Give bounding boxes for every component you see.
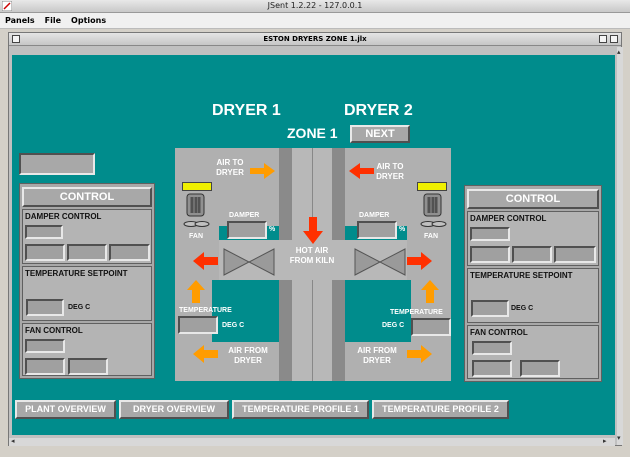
dryer1-label: DRYER 1 [212,102,281,119]
scroll-up-icon[interactable]: ▴ [617,48,621,56]
damper-right-valve-icon [354,248,406,276]
right-side-duct [407,226,451,275]
arrow-right-air-to-dryer-left-icon [250,163,275,179]
dryer2-label: DRYER 2 [344,102,413,119]
menu-bar: Panels File Options [0,13,630,29]
damper-right-label: DAMPER [359,212,390,219]
right-fan-control-label: FAN CONTROL [470,328,528,337]
plant-overview-button[interactable]: PLANT OVERVIEW [15,400,116,419]
right-damper-btn-3[interactable] [554,246,596,263]
arrow-right-air-from-dryer-icon [407,345,432,363]
frame-title-bar[interactable]: ESTON DRYERS ZONE 1.jlx [9,33,621,46]
left-damper-control-label: DAMPER CONTROL [25,212,102,221]
left-fan-btn-2[interactable] [68,358,108,375]
left-damper-input[interactable] [25,225,63,239]
window-title: JSent 1.2.22 - 127.0.0.1 [267,1,363,10]
dryer-overview-button[interactable]: DRYER OVERVIEW [119,400,229,419]
close-icon[interactable] [610,35,618,43]
right-damper-btn-1[interactable] [470,246,510,263]
right-temp-setpoint-input[interactable] [471,300,509,317]
menu-panels[interactable]: Panels [5,16,35,25]
dryer2-indicator [417,182,447,191]
left-temp-degc-label: DEG C [68,304,91,311]
temperature-right-value [411,318,451,336]
right-fan-control-group: FAN CONTROL [467,325,599,379]
air-to-dryer-right-label: AIR TO DRYER [376,162,404,181]
damper-left-percent: % [269,226,276,233]
fan-right-icon [420,193,447,227]
window-title-bar: JSent 1.2.22 - 127.0.0.1 [0,0,630,13]
maximize-icon[interactable] [599,35,607,43]
java-app-icon [2,1,12,11]
dryer1-indicator [182,182,212,191]
left-side-duct [175,226,219,275]
scroll-down-icon[interactable]: ▾ [617,434,621,442]
frame-title: ESTON DRYERS ZONE 1.jlx [263,35,367,43]
arrow-right-hot-air-right-icon [407,252,432,270]
right-fan-btn-1[interactable] [472,360,512,377]
right-notch [345,280,411,342]
degc-left-label: DEG C [222,322,245,329]
temperature-right-label: TEMPERATURE [390,309,443,316]
fan-left-icon [183,193,210,227]
arrow-left-air-to-dryer-right-icon [349,163,374,179]
degc-right-label: DEG C [382,322,405,329]
frame-menu-icon[interactable] [12,35,20,43]
right-fan-btn-2[interactable] [520,360,560,377]
dryer-panel: DRYER 1 DRYER 2 ZONE 1 NEXT AIR TO [12,55,615,435]
arrow-left-hot-air-left-icon [193,252,218,270]
arrow-left-air-from-dryer-icon [193,345,218,363]
arrow-up-right-icon [421,280,439,303]
right-temp-setpoint-group: TEMPERATURE SETPOINT DEG C [467,268,599,323]
next-button[interactable]: NEXT [350,125,410,143]
right-temp-degc-label: DEG C [511,305,534,312]
right-fan-input[interactable] [472,341,512,355]
right-damper-control-group: DAMPER CONTROL [467,211,599,266]
fan-left-label: FAN [189,233,203,240]
left-damper-btn-3[interactable] [109,244,150,261]
left-damper-control-group: DAMPER CONTROL [22,209,152,264]
left-temp-setpoint-input[interactable] [26,299,64,316]
damper-left-value [227,221,267,239]
damper-left-valve-icon [223,248,275,276]
damper-left-label: DAMPER [229,212,260,219]
left-damper-btn-2[interactable] [67,244,107,261]
left-notch [212,280,279,342]
left-fan-control-label: FAN CONTROL [25,326,83,335]
air-from-dryer-left-label: AIR FROM DRYER [228,346,268,365]
arrow-up-left-icon [187,280,205,303]
right-temp-setpoint-label: TEMPERATURE SETPOINT [470,271,573,280]
menu-file[interactable]: File [44,16,62,25]
status-display [19,153,95,175]
hot-air-label: HOT AIR FROM KILN [289,246,335,265]
menu-options[interactable]: Options [71,16,107,25]
left-fan-control-group: FAN CONTROL [22,323,152,376]
temperature-left-label: TEMPERATURE [179,307,232,314]
left-fan-btn-1[interactable] [25,358,65,375]
left-control-title: CONTROL [22,187,152,207]
scroll-left-icon[interactable]: ◂ [11,437,15,445]
left-fan-input[interactable] [25,339,65,353]
air-from-dryer-right-label: AIR FROM DRYER [357,346,397,365]
right-damper-btn-2[interactable] [512,246,552,263]
left-temp-setpoint-group: TEMPERATURE SETPOINT DEG C [22,266,152,321]
zone-label: ZONE 1 [287,125,338,141]
air-to-dryer-left-label: AIR TO DRYER [216,158,244,177]
horizontal-scrollbar[interactable]: ◂ ▸ [9,438,615,446]
temperature-profile-2-button[interactable]: TEMPERATURE PROFILE 2 [372,400,509,419]
arrow-down-hot-air-icon [303,217,323,244]
right-damper-control-label: DAMPER CONTROL [470,214,547,223]
right-damper-input[interactable] [470,227,510,241]
scroll-right-icon[interactable]: ▸ [603,437,607,445]
right-control-title: CONTROL [467,189,599,209]
vertical-scrollbar[interactable]: ▴ ▾ [617,47,623,445]
left-damper-btn-1[interactable] [25,244,65,261]
temperature-left-value [178,316,218,334]
left-temp-setpoint-label: TEMPERATURE SETPOINT [25,269,128,278]
damper-right-value [357,221,397,239]
damper-right-percent: % [399,226,406,233]
temperature-profile-1-button[interactable]: TEMPERATURE PROFILE 1 [232,400,369,419]
fan-right-label: FAN [424,233,438,240]
